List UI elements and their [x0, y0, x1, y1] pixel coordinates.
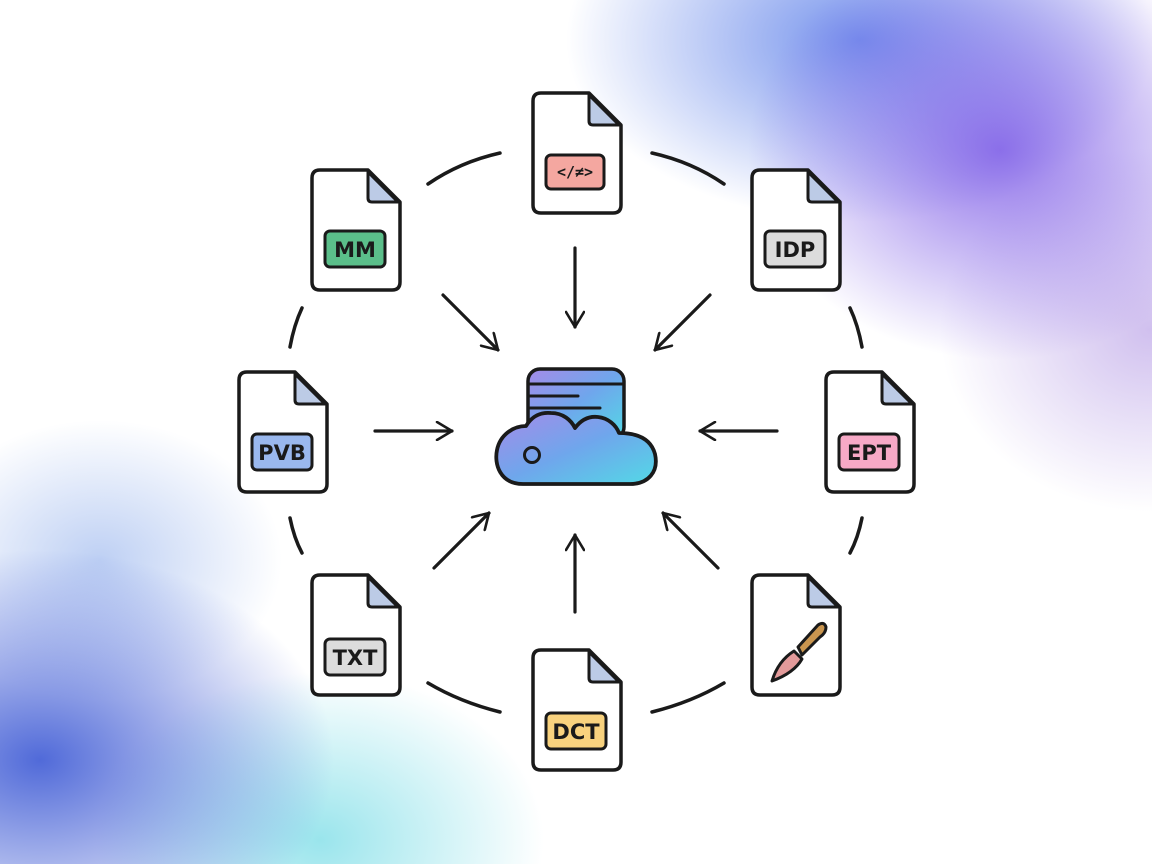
file-tag — [544, 711, 608, 751]
code-badge — [544, 153, 606, 191]
file-bottom-right — [750, 573, 842, 697]
arrow-from-bottom-left — [432, 511, 491, 570]
file-page — [750, 573, 842, 697]
arrows — [373, 246, 779, 614]
file-tag — [323, 637, 387, 677]
file-tag — [323, 229, 387, 269]
file-tag-label: DCT — [552, 720, 600, 744]
file-fold — [806, 170, 840, 204]
orbit-segment — [650, 151, 726, 186]
orbit-ring — [288, 151, 864, 714]
orbit-segment — [650, 681, 726, 714]
file-fold — [880, 372, 914, 406]
file-tag-label: EPT — [847, 441, 892, 465]
paintbrush-icon — [770, 621, 828, 683]
file-fold — [366, 170, 400, 204]
orbit-segment — [848, 516, 864, 555]
cloud-database-icon — [494, 367, 658, 486]
cloud-shape — [494, 410, 658, 486]
file-bottom-left: TXT — [310, 573, 402, 697]
file-tag — [837, 432, 901, 472]
code-icon: </≠> — [557, 163, 593, 181]
file-tag-label: TXT — [333, 646, 379, 670]
file-page — [237, 370, 329, 494]
file-bottom: DCT — [531, 648, 623, 772]
file-right: EPT — [824, 370, 916, 494]
file-page — [310, 573, 402, 697]
file-fold — [587, 93, 621, 127]
file-tag — [250, 432, 314, 472]
orbit-segment — [288, 306, 304, 349]
arrow-from-bottom-right — [661, 511, 720, 570]
file-fold — [587, 650, 621, 684]
orbit-segment — [848, 306, 864, 349]
file-page — [531, 648, 623, 772]
file-top: </≠> — [531, 91, 623, 215]
file-tag-label: PVB — [258, 441, 306, 465]
file-tag-label: MM — [334, 238, 376, 262]
database-lines — [528, 382, 624, 410]
arrow-from-top-left — [441, 293, 500, 352]
file-page — [531, 91, 623, 215]
file-top-left: MM — [310, 168, 402, 292]
file-fold — [293, 372, 327, 406]
file-top-right: IDP — [750, 168, 842, 292]
file-left: PVB — [237, 370, 329, 494]
orbit-segment — [426, 681, 502, 714]
cloud-indicator — [523, 446, 541, 464]
arrow-from-top-right — [653, 293, 712, 352]
file-fold — [366, 575, 400, 609]
orbit-segment — [288, 516, 304, 555]
orbit-segment — [426, 151, 502, 186]
file-page — [824, 370, 916, 494]
file-tag-label: IDP — [775, 238, 816, 262]
file-tag — [763, 229, 827, 269]
file-fold — [806, 575, 840, 609]
